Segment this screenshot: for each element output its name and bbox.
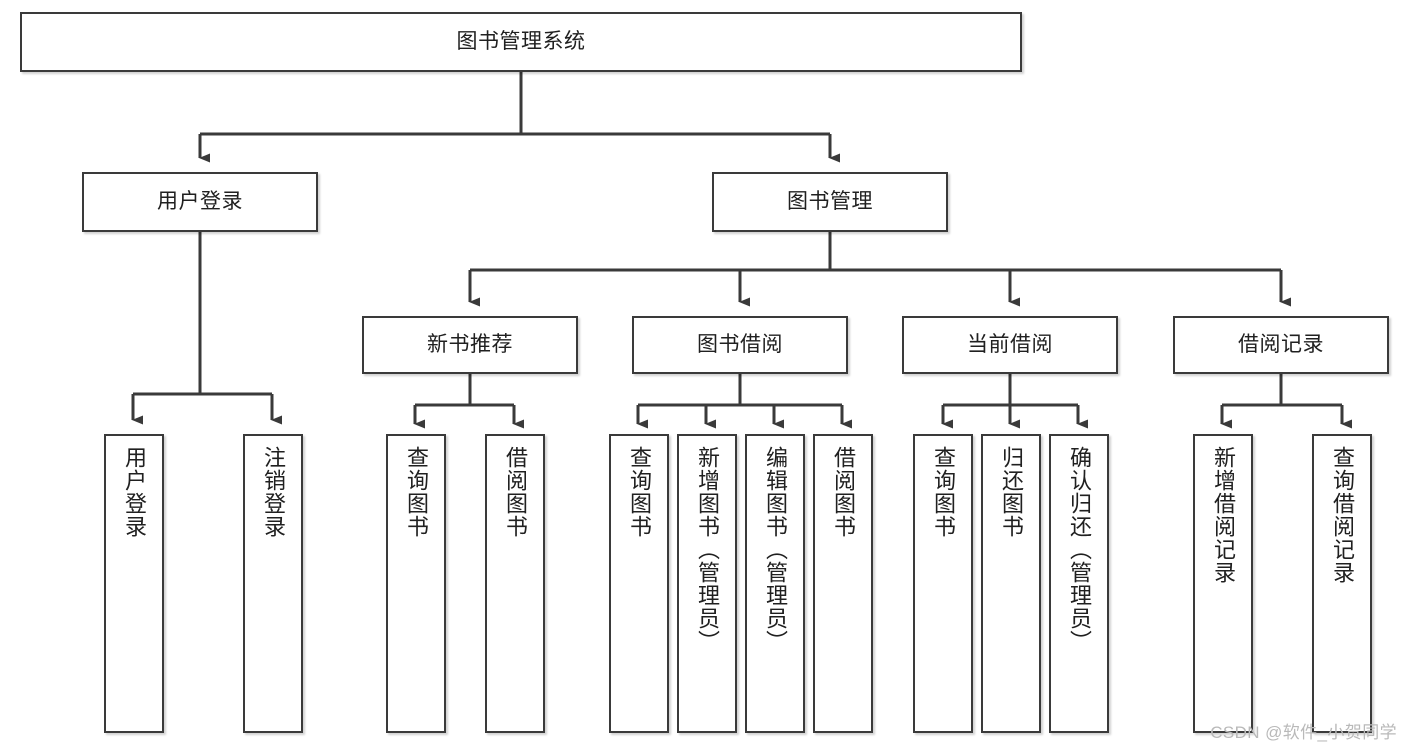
node-book-borrow-label: 图书借阅: [697, 332, 783, 356]
leaf-query-book-1[interactable]: 查询图书: [386, 434, 446, 733]
node-user-login-label: 用户登录: [157, 189, 243, 213]
node-book-borrow[interactable]: 图书借阅: [632, 316, 848, 374]
node-borrow-record[interactable]: 借阅记录: [1173, 316, 1389, 374]
leaf-edit-book-label: 编辑图书（管理员）: [762, 446, 788, 653]
leaf-return-book[interactable]: 归还图书: [981, 434, 1041, 733]
leaf-borrow-book-2[interactable]: 借阅图书: [813, 434, 873, 733]
leaf-query-book-3[interactable]: 查询图书: [913, 434, 973, 733]
leaf-edit-book[interactable]: 编辑图书（管理员）: [745, 434, 805, 733]
leaf-return-book-label: 归还图书: [998, 446, 1024, 538]
leaf-add-book-label: 新增图书（管理员）: [694, 446, 720, 653]
leaf-add-record-label: 新增借阅记录: [1210, 446, 1236, 584]
leaf-query-book-2-label: 查询图书: [626, 446, 652, 538]
node-book-manage-label: 图书管理: [787, 189, 873, 213]
leaf-user-login-label: 用户登录: [121, 446, 147, 538]
node-borrow-record-label: 借阅记录: [1238, 332, 1324, 356]
leaf-query-record[interactable]: 查询借阅记录: [1312, 434, 1372, 733]
leaf-query-record-label: 查询借阅记录: [1329, 446, 1355, 584]
leaf-query-book-2[interactable]: 查询图书: [609, 434, 669, 733]
leaf-user-login[interactable]: 用户登录: [104, 434, 164, 733]
node-new-book-recommend-label: 新书推荐: [427, 332, 513, 356]
node-book-manage[interactable]: 图书管理: [712, 172, 948, 232]
leaf-borrow-book-2-label: 借阅图书: [830, 446, 856, 538]
leaf-add-book[interactable]: 新增图书（管理员）: [677, 434, 737, 733]
node-current-borrow[interactable]: 当前借阅: [902, 316, 1118, 374]
node-user-login[interactable]: 用户登录: [82, 172, 318, 232]
node-current-borrow-label: 当前借阅: [967, 332, 1053, 356]
leaf-confirm-return-label: 确认归还（管理员）: [1066, 446, 1092, 653]
leaf-query-book-3-label: 查询图书: [930, 446, 956, 538]
watermark: CSDN @软件_小贺同学: [1210, 723, 1397, 742]
leaf-logout[interactable]: 注销登录: [243, 434, 303, 733]
leaf-confirm-return[interactable]: 确认归还（管理员）: [1049, 434, 1109, 733]
leaf-query-book-1-label: 查询图书: [403, 446, 429, 538]
leaf-logout-label: 注销登录: [260, 446, 286, 538]
node-root[interactable]: 图书管理系统: [20, 12, 1022, 72]
node-root-label: 图书管理系统: [456, 29, 586, 53]
leaf-add-record[interactable]: 新增借阅记录: [1193, 434, 1253, 733]
leaf-borrow-book-1[interactable]: 借阅图书: [485, 434, 545, 733]
leaf-borrow-book-1-label: 借阅图书: [502, 446, 528, 538]
node-new-book-recommend[interactable]: 新书推荐: [362, 316, 578, 374]
